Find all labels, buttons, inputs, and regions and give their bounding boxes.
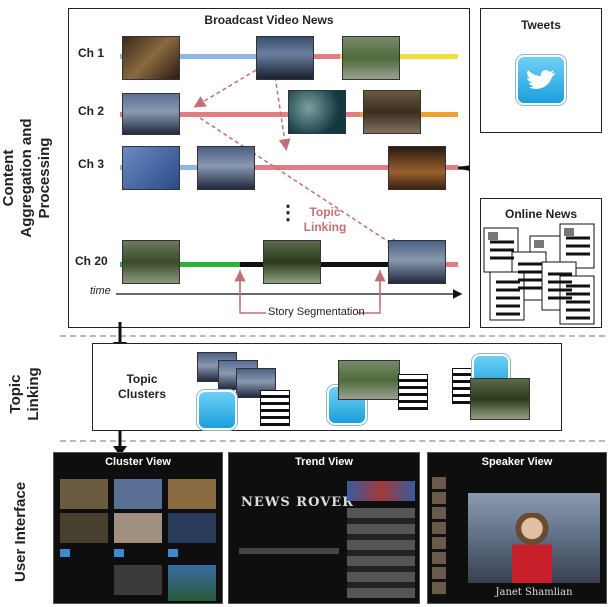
video-thumb-ch2-c[interactable] <box>363 90 421 134</box>
cluster3-video-thumb[interactable] <box>470 378 530 420</box>
cluster-view-panel[interactable]: Cluster View <box>53 452 223 604</box>
video-thumb-ch3-b[interactable] <box>197 146 255 190</box>
channel-label-1: Ch 1 <box>78 46 105 60</box>
twitter-bird-icon <box>516 55 566 105</box>
cluster1-news-doc <box>260 390 290 426</box>
news-rover-logo: NEWS ROVER <box>241 495 355 510</box>
vertical-ellipsis: ⋮ <box>278 202 298 224</box>
broadcast-title: Broadcast Video News <box>204 13 334 27</box>
separator-bottom <box>60 440 605 442</box>
ch1-bar-blue <box>120 54 260 59</box>
cluster1-twitter-icon <box>197 390 237 430</box>
news-documents-icon <box>483 223 595 325</box>
time-label: time <box>90 285 111 297</box>
topic-clusters-label: Topic Clusters <box>117 372 167 401</box>
section-label-user-interface: User Interface <box>12 481 29 582</box>
video-thumb-ch20-c[interactable] <box>388 240 446 284</box>
video-thumb-ch20-a[interactable] <box>122 240 180 284</box>
video-thumb-ch20-b[interactable] <box>263 240 321 284</box>
video-thumb-ch2-b[interactable] <box>288 90 346 134</box>
connector-right <box>457 165 470 172</box>
video-thumb-ch1-a[interactable] <box>122 36 180 80</box>
video-thumb-ch1-c[interactable] <box>342 36 400 80</box>
speaker-view-title: Speaker View <box>481 456 553 468</box>
cluster1-video-thumb-c[interactable] <box>236 368 276 398</box>
tweets-title: Tweets <box>521 18 561 32</box>
video-thumb-ch1-b[interactable] <box>256 36 314 80</box>
channel-label-20: Ch 20 <box>75 254 108 268</box>
speaker-view-panel[interactable]: Speaker View Janet Shamlian <box>427 452 607 604</box>
cluster-view-title: Cluster View <box>105 456 171 468</box>
ch20-bar-green <box>120 262 240 267</box>
section-label-content-aggregation: Content Aggregation and Processing <box>0 118 53 238</box>
channel-label-3: Ch 3 <box>78 157 105 171</box>
ch2-bar-pink <box>120 112 360 117</box>
story-segmentation-label: Story Segmentation <box>268 306 365 318</box>
trend-view-panel[interactable]: Trend View NEWS ROVER <box>228 452 420 604</box>
video-thumb-ch3-a[interactable] <box>122 146 180 190</box>
link-arrow-3 <box>199 117 401 250</box>
video-thumb-ch3-c[interactable] <box>388 146 446 190</box>
video-thumb-ch2-a[interactable] <box>122 93 180 135</box>
cluster2-news-doc <box>398 374 428 410</box>
cluster2-video-thumb[interactable] <box>338 360 400 400</box>
online-news-title: Online News <box>504 207 578 221</box>
speaker-figure <box>512 513 552 583</box>
trend-view-title: Trend View <box>295 456 353 468</box>
speaker-caption: Janet Shamlian <box>495 587 573 598</box>
channel-label-2: Ch 2 <box>78 104 105 118</box>
topic-linking-annotation: Topic Linking <box>303 205 347 234</box>
section-label-topic-linking: Topic Linking <box>7 367 42 421</box>
separator-top <box>60 335 605 337</box>
arrow-down-2 <box>113 430 127 456</box>
ch3-bar-pink <box>200 165 458 170</box>
